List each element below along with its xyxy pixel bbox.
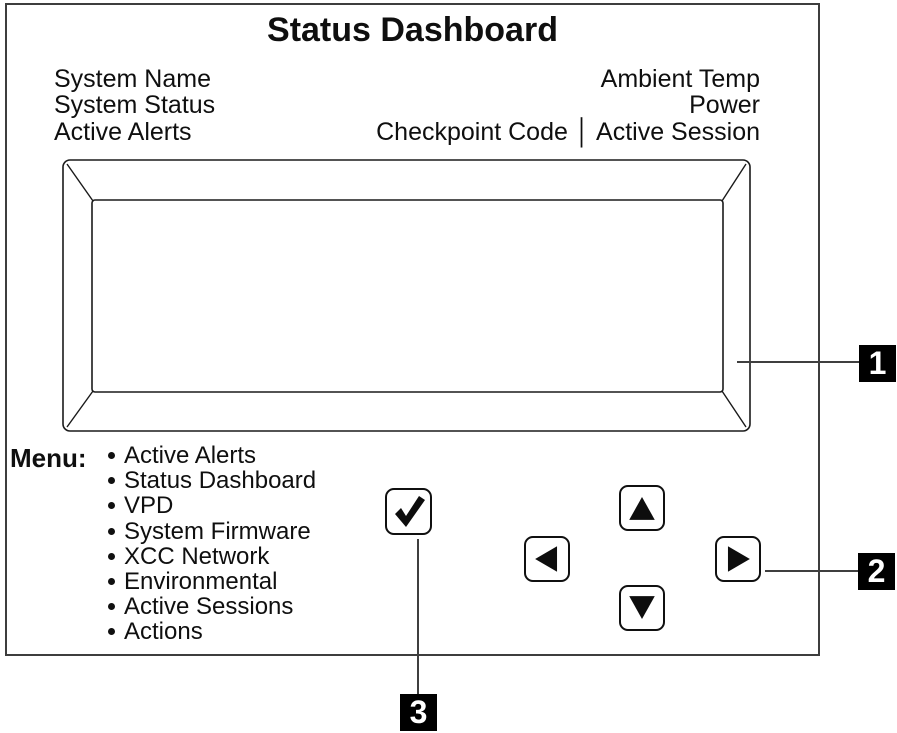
menu-item: Active Sessions bbox=[108, 594, 316, 619]
menu-item: XCC Network bbox=[108, 544, 316, 569]
menu-item: VPD bbox=[108, 493, 316, 519]
up-arrow-icon bbox=[629, 497, 655, 520]
check-icon bbox=[394, 495, 425, 527]
lcd-label-system-status: System Status bbox=[54, 91, 216, 120]
menu-item: Status Dashboard bbox=[108, 468, 316, 493]
lcd-label-power: Power bbox=[689, 91, 760, 120]
down-button[interactable] bbox=[619, 585, 665, 631]
bullet-icon bbox=[108, 578, 115, 586]
right-arrow-icon bbox=[727, 546, 750, 572]
select-button[interactable] bbox=[385, 488, 432, 535]
lcd-label-system-name: System Name bbox=[54, 65, 211, 93]
bullet-icon bbox=[108, 552, 115, 560]
callout-1-badge: 1 bbox=[859, 345, 896, 382]
lcd-label-checkpoint-session: Checkpoint Code │ Active Session bbox=[376, 117, 760, 146]
menu-list: Active Alerts Status Dashboard VPD Syste… bbox=[108, 443, 316, 645]
menu-heading: Menu: bbox=[10, 443, 87, 473]
lcd-display bbox=[62, 159, 751, 432]
left-button[interactable] bbox=[524, 536, 570, 582]
callout-3-leader-line bbox=[417, 539, 419, 694]
menu-item: Active Alerts bbox=[108, 443, 316, 468]
lcd-label-active-alerts: Active Alerts bbox=[54, 117, 192, 146]
callout-2-badge: 2 bbox=[858, 553, 895, 590]
callout-1-leader-line bbox=[737, 361, 859, 363]
lcd-screen bbox=[91, 199, 724, 393]
bullet-icon bbox=[108, 502, 115, 510]
callout-2-leader-line bbox=[765, 570, 858, 572]
menu-item: Actions bbox=[108, 619, 316, 645]
bullet-icon bbox=[108, 603, 115, 611]
lcd-status-labels-left: System Name System Status Active Alerts bbox=[54, 65, 216, 146]
menu-item: System Firmware bbox=[108, 519, 316, 544]
panel-title: Status Dashboard bbox=[267, 11, 558, 49]
bezel-diagonal-bottom-left bbox=[66, 390, 94, 428]
bezel-diagonal-top-left bbox=[66, 163, 94, 202]
bullet-icon bbox=[108, 452, 115, 459]
right-button[interactable] bbox=[715, 536, 761, 582]
lcd-label-ambient-temp: Ambient Temp bbox=[600, 65, 760, 93]
bezel-diagonal-top-right bbox=[721, 163, 747, 202]
down-arrow-icon bbox=[629, 596, 655, 619]
lcd-status-labels-right: Ambient Temp Power Checkpoint Code │ Act… bbox=[260, 65, 760, 146]
bullet-icon bbox=[108, 477, 115, 485]
callout-3-badge: 3 bbox=[400, 694, 437, 731]
menu-item: Environmental bbox=[108, 569, 316, 594]
bullet-icon bbox=[108, 527, 115, 535]
bezel-diagonal-bottom-right bbox=[721, 390, 747, 428]
up-button[interactable] bbox=[619, 485, 665, 531]
left-arrow-icon bbox=[535, 546, 558, 572]
bullet-icon bbox=[108, 628, 115, 636]
